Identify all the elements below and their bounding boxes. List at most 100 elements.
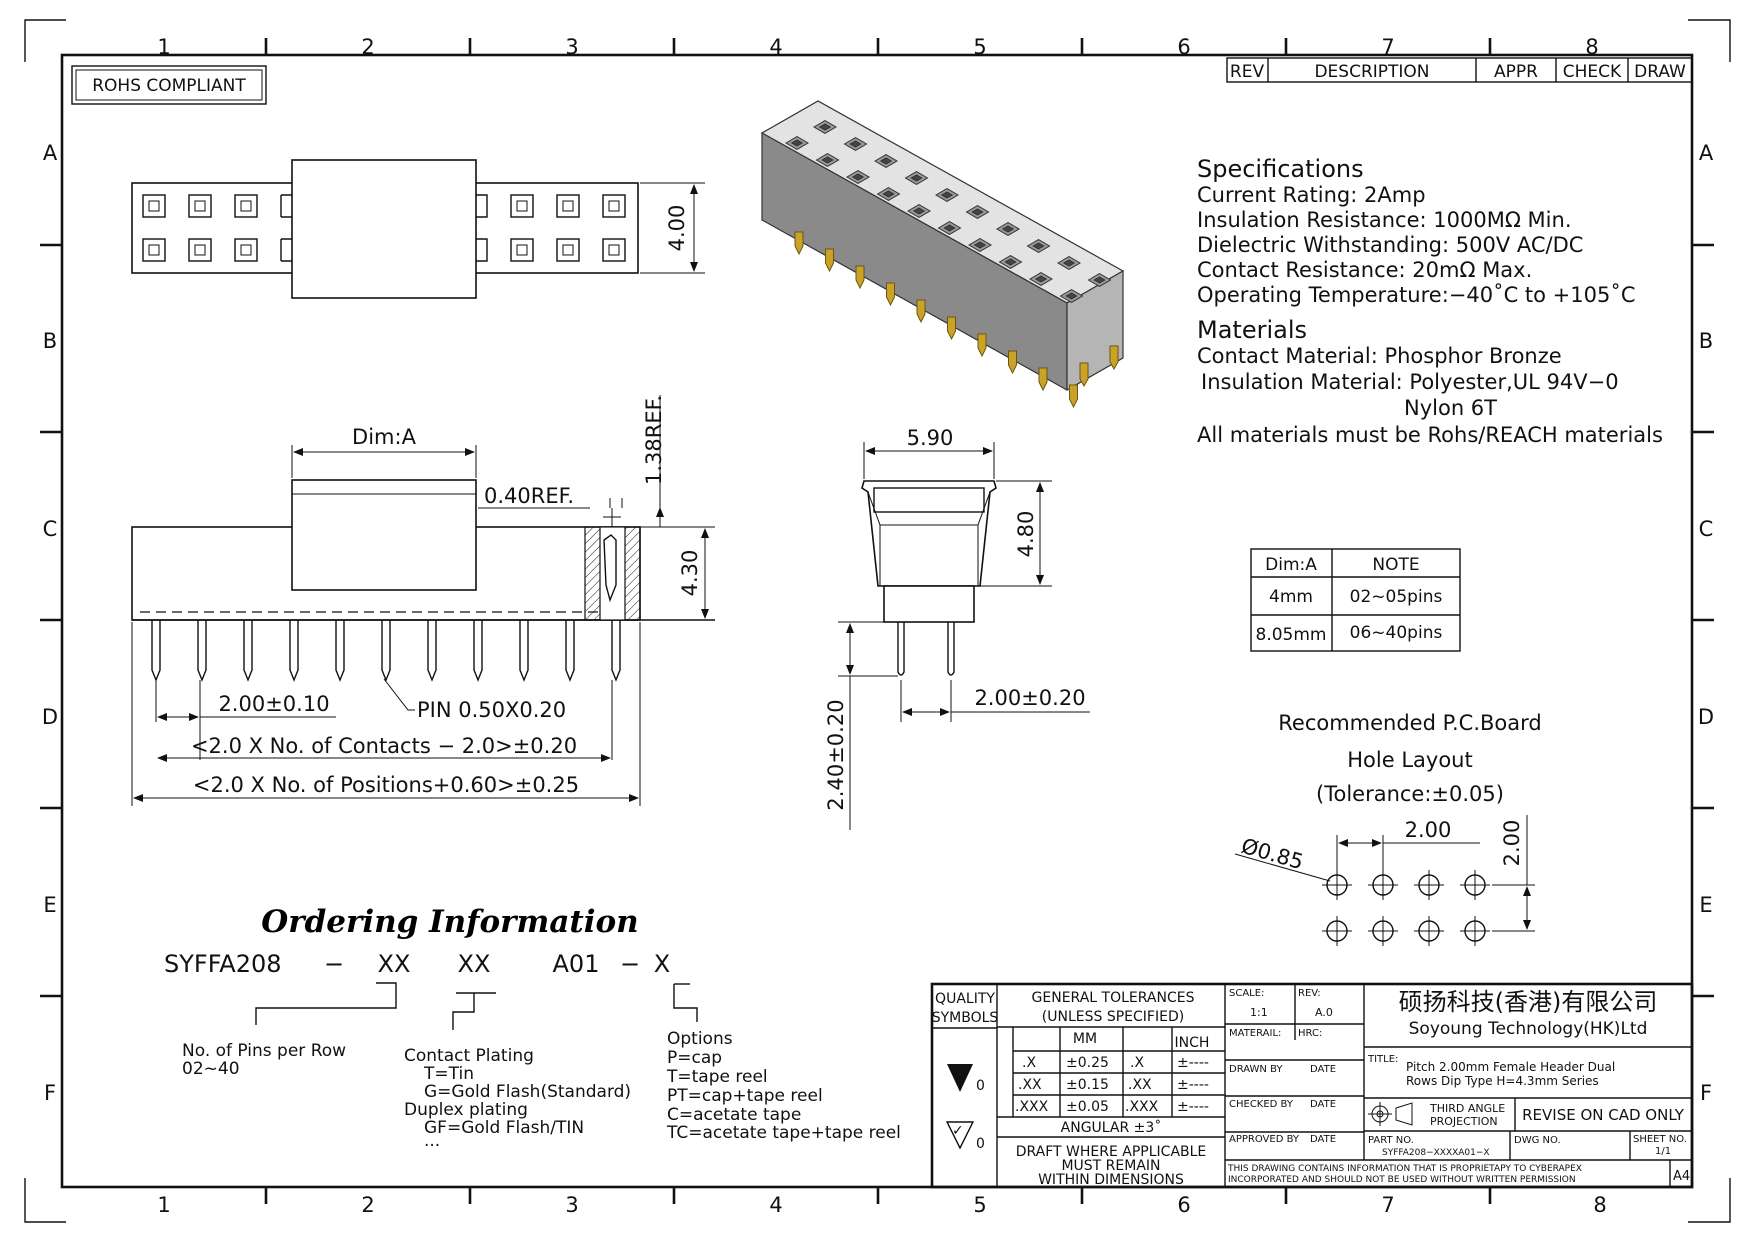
svg-text:TC=acetate tape+tape reel: TC=acetate tape+tape reel <box>666 1123 901 1143</box>
column-labels-bottom: 1 2 3 4 5 6 7 8 <box>157 1193 1606 1217</box>
svg-text:SCALE:: SCALE: <box>1229 988 1264 999</box>
svg-text:MATERAIL:: MATERAIL: <box>1229 1028 1281 1039</box>
svg-text:T=tape reel: T=tape reel <box>666 1067 768 1087</box>
sheet-size: A4 <box>1673 1169 1690 1184</box>
svg-text:DATE: DATE <box>1310 1099 1336 1110</box>
iso-pin <box>825 248 834 273</box>
col-label: 4 <box>769 35 782 59</box>
col-label: 6 <box>1177 1193 1190 1217</box>
svg-text:1/1: 1/1 <box>1655 1146 1671 1157</box>
material-insulation: Insulation Material: Polyester,UL 94V−0 <box>1201 370 1619 394</box>
svg-text:0.40REF.: 0.40REF. <box>484 484 574 508</box>
dim-4-30: 4.30 <box>642 526 715 619</box>
col-label: 5 <box>973 1193 986 1217</box>
svg-text:DATE: DATE <box>1310 1134 1336 1145</box>
dim-1-38-ref: 1.38REF. <box>612 395 680 528</box>
row-label: F <box>1700 1081 1712 1105</box>
svg-text:2.40±0.20: 2.40±0.20 <box>824 699 848 810</box>
svg-text:±----: ±---- <box>1177 1055 1209 1071</box>
svg-text:DWG NO.: DWG NO. <box>1514 1135 1561 1146</box>
svg-text:WITHIN DIMENSIONS: WITHIN DIMENSIONS <box>1038 1172 1184 1188</box>
svg-text:ANGULAR ±3˚: ANGULAR ±3˚ <box>1061 1119 1162 1136</box>
surface-symbol-mark: ✓ <box>952 1123 964 1139</box>
third-angle-projection-icon <box>1368 1102 1413 1126</box>
svg-text:4mm: 4mm <box>1269 587 1313 607</box>
svg-text:.X: .X <box>1130 1055 1144 1071</box>
svg-text:±0.05: ±0.05 <box>1066 1099 1109 1115</box>
svg-text:APPROVED BY: APPROVED BY <box>1229 1134 1300 1145</box>
side-pin <box>335 620 345 682</box>
pcb-hole <box>1368 916 1398 946</box>
col-label: 8 <box>1593 1193 1606 1217</box>
code-plating: XX <box>458 950 491 978</box>
dim-0-40-ref: 0.40REF. <box>478 484 623 509</box>
row-label: E <box>43 893 56 917</box>
pcb-title-2: Hole Layout <box>1347 748 1472 772</box>
svg-text:SYMBOLS: SYMBOLS <box>932 1010 999 1026</box>
drawing-title-1: Pitch 2.00mm Female Header Dual <box>1406 1060 1615 1074</box>
side-view: Dim:A 0.40REF. 1.38REF. 4.30 2.00±0.10 P… <box>131 395 715 806</box>
ordering-info: Ordering Information SYFFA208 − XX XX A0… <box>164 904 901 1151</box>
col-label: 2 <box>361 35 374 59</box>
dim-pitch: 2.00±0.10 <box>155 680 336 760</box>
svg-text:TITLE:: TITLE: <box>1367 1054 1398 1065</box>
side-pin <box>611 620 621 682</box>
svg-text:SHEET NO.: SHEET NO. <box>1633 1134 1687 1145</box>
materials-heading: Materials <box>1197 316 1307 344</box>
iso-pin <box>1038 367 1048 392</box>
svg-text:.XXX: .XXX <box>1015 1099 1049 1115</box>
svg-text:<2.0 X No. of Positions+0.: <2.0 X No. of Positions+0.60>±0.25 <box>193 773 579 797</box>
iso-pins <box>794 231 1119 409</box>
svg-text:1.38REF.: 1.38REF. <box>642 395 666 485</box>
row-label: B <box>1699 329 1713 353</box>
svg-text:Ø0.85: Ø0.85 <box>1239 834 1306 875</box>
row-label: F <box>44 1081 56 1105</box>
iso-pin <box>794 231 804 256</box>
svg-text:PT=cap+tape reel: PT=cap+tape reel <box>667 1086 823 1106</box>
material-contact: Contact Material: Phosphor Bronze <box>1197 344 1562 368</box>
col-label: 3 <box>565 35 578 59</box>
svg-text:2.00±0.10: 2.00±0.10 <box>218 692 329 716</box>
row-label: A <box>1699 141 1714 165</box>
side-pin <box>519 620 529 682</box>
svg-text:MM: MM <box>1073 1031 1097 1047</box>
iso-pin <box>1008 350 1017 375</box>
pcb-hole <box>1414 870 1444 900</box>
side-pin <box>381 620 391 682</box>
svg-text:C=acetate tape: C=acetate tape <box>667 1105 801 1125</box>
svg-text:INCORPORATED AND SHOULD NOT: INCORPORATED AND SHOULD NOT BE USED WITH… <box>1228 1175 1576 1185</box>
svg-text:06~40pins: 06~40pins <box>1350 623 1443 643</box>
dim-row-pitch: 2.00±0.20 <box>900 680 1090 722</box>
row-label: E <box>1699 893 1712 917</box>
svg-text:PIN 0.50X0.20: PIN 0.50X0.20 <box>417 698 566 722</box>
col-label: 1 <box>157 35 170 59</box>
svg-text:.XXX: .XXX <box>1125 1099 1159 1115</box>
svg-text:2.00±0.20: 2.00±0.20 <box>974 686 1085 710</box>
code-dash-2: − <box>620 950 640 978</box>
svg-text:8.05mm: 8.05mm <box>1256 625 1327 645</box>
svg-text:APPR: APPR <box>1494 62 1538 82</box>
svg-text:P=cap: P=cap <box>667 1048 722 1068</box>
col-label: 7 <box>1381 35 1394 59</box>
svg-text:4.30: 4.30 <box>678 550 702 597</box>
pcb-title-1: Recommended P.C.Board <box>1278 711 1541 735</box>
end-view: 5.90 4.80 2.00±0.20 2.40±0.20 <box>824 426 1090 830</box>
col-label: 2 <box>361 1193 374 1217</box>
svg-text:THIS DRAWING CONTAINS INFOR: THIS DRAWING CONTAINS INFORMATION THAT I… <box>1227 1164 1582 1174</box>
row-label: A <box>43 141 58 165</box>
drawing-title-2: Rows Dip Type H=4.3mm Series <box>1406 1074 1599 1088</box>
col-label: 7 <box>1381 1193 1394 1217</box>
svg-text:ROHS COMPLIANT: ROHS COMPLIANT <box>92 76 246 96</box>
side-pin <box>197 620 207 682</box>
ordering-heading: Ordering Information <box>261 904 638 940</box>
svg-text:±----: ±---- <box>1177 1077 1209 1093</box>
hole-callout: Ø0.85 <box>1234 834 1331 882</box>
pcb-hole <box>1414 916 1444 946</box>
svg-text:2.00: 2.00 <box>1500 820 1524 867</box>
col-label: 1 <box>157 1193 170 1217</box>
row-label: D <box>1698 705 1714 729</box>
svg-text:REVISE ON CAD ONLY: REVISE ON CAD ONLY <box>1522 1106 1685 1124</box>
svg-text:±0.25: ±0.25 <box>1066 1055 1109 1071</box>
svg-text:.XX: .XX <box>1128 1077 1152 1093</box>
row-labels-right: A B C D E F <box>1698 141 1714 1105</box>
